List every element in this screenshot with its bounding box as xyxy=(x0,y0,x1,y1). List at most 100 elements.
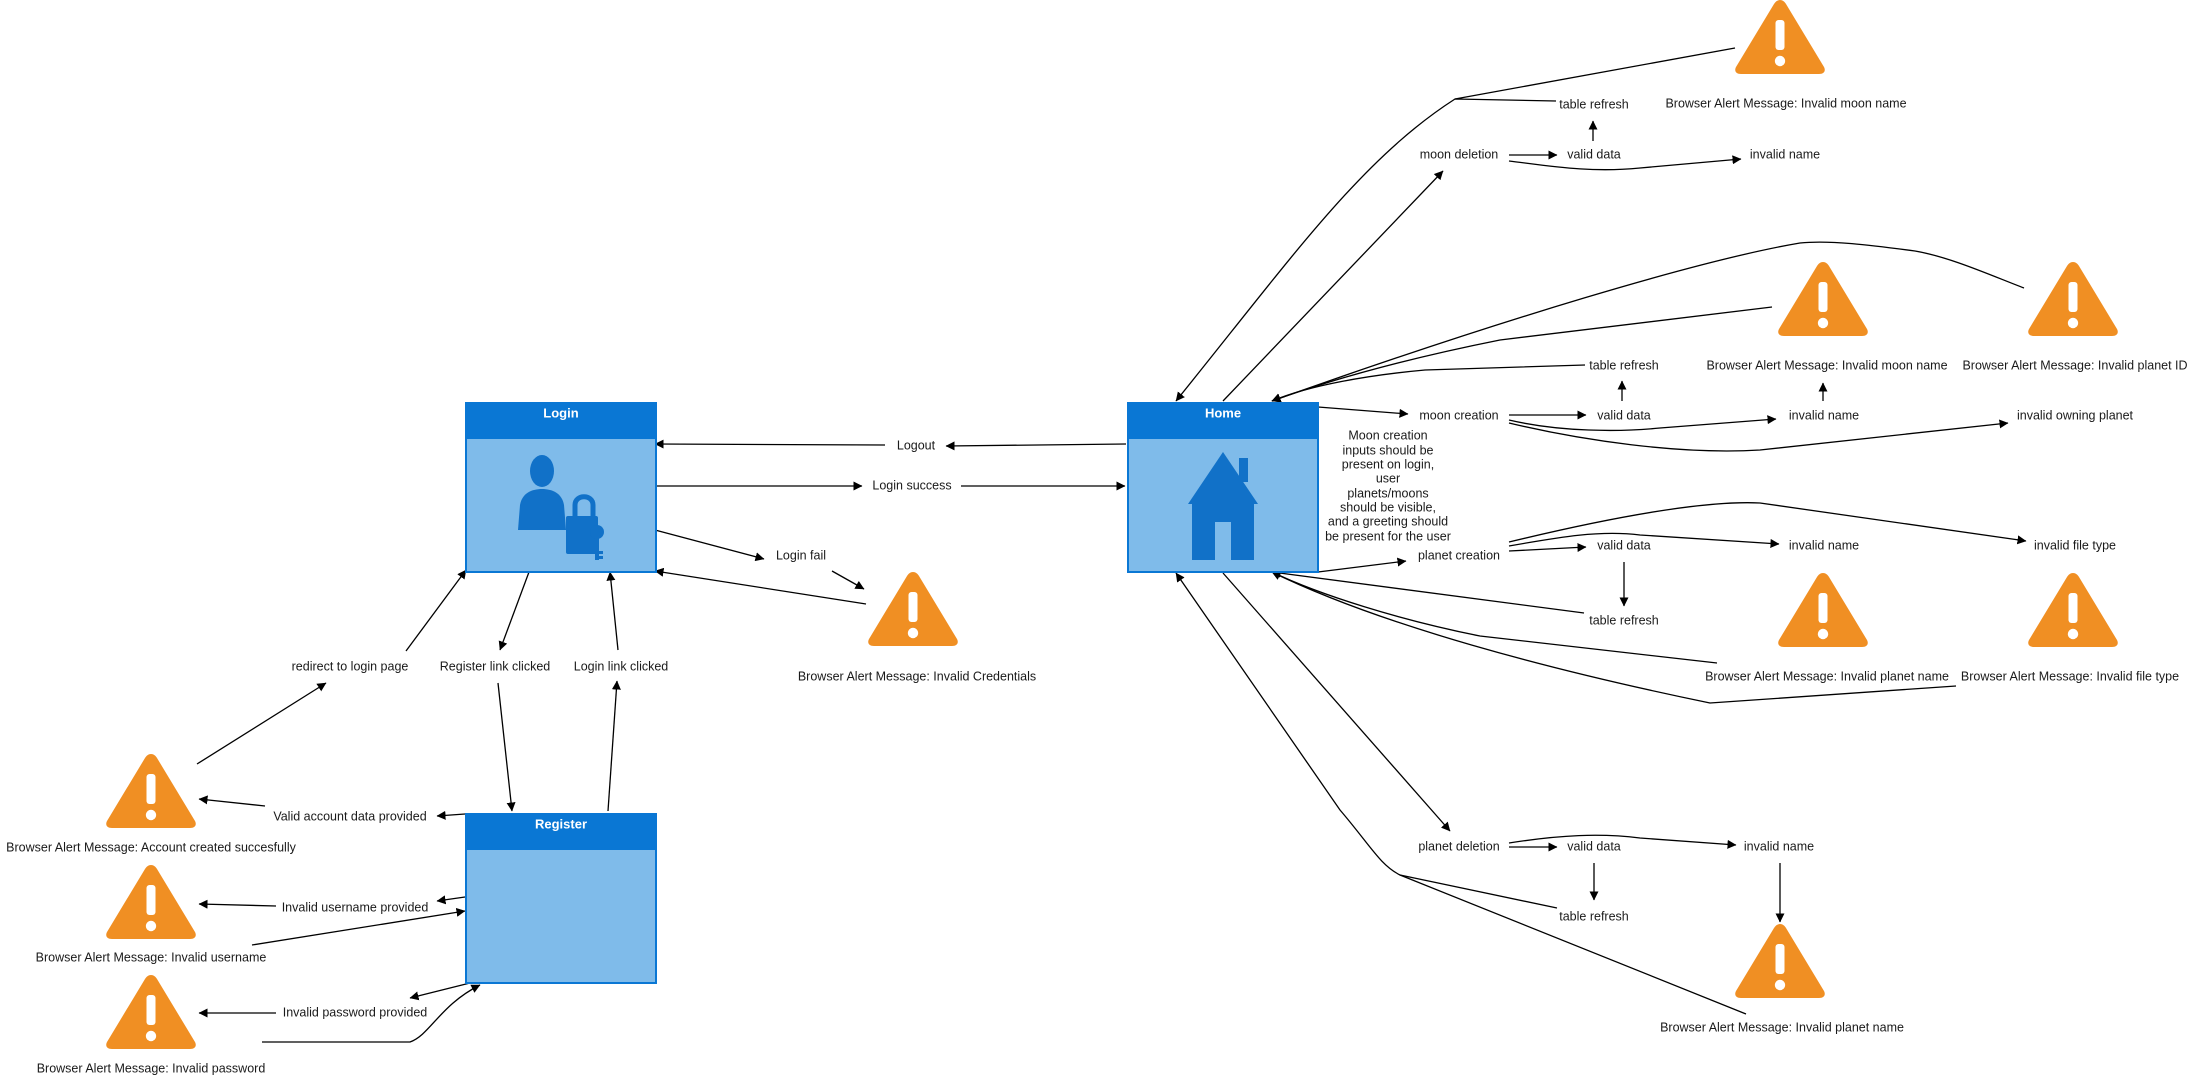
label-login-fail: Login fail xyxy=(776,548,826,562)
alert-caption-planet-cre-invalid-planet-name: Browser Alert Message: Invalid planet na… xyxy=(1705,669,1949,683)
label-moon-creation: moon creation xyxy=(1419,408,1498,422)
edge-login-link-login xyxy=(606,571,619,651)
alert-caption-invalid-username: Browser Alert Message: Invalid username xyxy=(36,950,267,964)
warning-icon xyxy=(868,572,958,646)
register-panel[interactable]: Register xyxy=(465,813,657,984)
edge-alert-login xyxy=(654,567,867,605)
edge-moon-cre-alert-planet xyxy=(1271,241,2025,403)
edge-moon-cre-refresh-home xyxy=(1271,364,1586,402)
alert-caption-planet-cre-invalid-file-type: Browser Alert Message: Invalid file type xyxy=(1961,669,2179,683)
label-moon-del-table-refresh: table refresh xyxy=(1559,97,1629,111)
edge-alert-redirect xyxy=(196,682,327,765)
edge-moon-creation-invalid-name xyxy=(1508,415,1777,432)
alert-caption-moon-del-invalid-moon-name: Browser Alert Message: Invalid moon name xyxy=(1665,96,1906,110)
register-panel-title: Register xyxy=(535,816,587,831)
edge-planet-creation-invalid-filetype xyxy=(1508,502,2027,545)
warning-icon xyxy=(1778,262,1868,336)
label-valid-account: Valid account data provided xyxy=(273,809,426,823)
edge-login-register-link xyxy=(498,571,530,651)
edge-alert-username-register xyxy=(251,907,466,946)
edge-moon-alert-top xyxy=(1454,47,1736,100)
label-planet-deletion: planet deletion xyxy=(1418,839,1499,853)
label-planet-creation: planet creation xyxy=(1418,548,1500,562)
edge-register-valid-account xyxy=(436,810,466,820)
label-planet-del-valid: valid data xyxy=(1567,839,1621,853)
edge-alert-password-register xyxy=(262,984,481,1043)
label-moon-del-invalid-name: invalid name xyxy=(1750,147,1820,161)
edge-fail-alert xyxy=(831,570,865,590)
edge-home-moon-deletion xyxy=(1222,170,1444,402)
edge-register-login-link xyxy=(607,680,621,812)
edge-moon-deletion-invalid xyxy=(1508,155,1742,171)
alert-caption-account-created: Browser Alert Message: Account created s… xyxy=(6,840,296,854)
warning-icon xyxy=(2028,573,2118,647)
edge-logout-login xyxy=(654,439,886,449)
moon-note-line: Moon creation xyxy=(1348,428,1427,442)
label-moon-cre-invalid-owning: invalid owning planet xyxy=(2017,408,2134,422)
warning-icon xyxy=(1778,573,1868,647)
label-moon-cre-invalid-name: invalid name xyxy=(1789,408,1859,422)
label-logout: Logout xyxy=(897,438,936,452)
edge-planet-deletion-invalid xyxy=(1508,834,1737,849)
edge-planet-del-refresh-alert xyxy=(1399,874,1558,909)
home-panel[interactable]: Home xyxy=(1127,402,1319,573)
edge-planet-refresh-home xyxy=(1271,568,1585,614)
edge-moon-alert-home xyxy=(1175,98,1557,402)
label-moon-deletion: moon deletion xyxy=(1420,147,1499,161)
label-planet-del-invalid-name: invalid name xyxy=(1744,839,1814,853)
moon-note-line: user xyxy=(1376,471,1400,485)
user-lock-icon xyxy=(518,455,604,560)
alert-caption-invalid-password: Browser Alert Message: Invalid password xyxy=(37,1061,266,1075)
edge-redirect-login xyxy=(405,569,467,652)
warning-icon xyxy=(106,754,196,828)
label-invalid-password-provided: Invalid password provided xyxy=(283,1005,428,1019)
edge-register-link-register xyxy=(497,682,516,812)
home-panel-title: Home xyxy=(1205,405,1241,420)
edge-valid-account-alert xyxy=(198,795,266,807)
warning-icon xyxy=(106,865,196,939)
edge-home-moon-creation xyxy=(1317,406,1409,418)
edge-register-invalid-username xyxy=(436,895,466,905)
house-icon xyxy=(1188,452,1258,560)
label-planet-cre-invalid-name: invalid name xyxy=(1789,538,1859,552)
label-login-success: Login success xyxy=(872,478,951,492)
label-moon-cre-table-refresh: table refresh xyxy=(1589,358,1659,372)
moon-note-line: inputs should be xyxy=(1342,443,1433,457)
edges xyxy=(196,47,2027,1043)
warning-icon xyxy=(106,975,196,1049)
edge-moon-creation-invalid-owning xyxy=(1508,419,2009,452)
edge-home-planet-creation xyxy=(1317,557,1407,573)
login-panel[interactable]: Login xyxy=(465,402,657,573)
edge-planet-del-alert-home xyxy=(1175,572,1747,1015)
login-panel-header xyxy=(466,403,656,439)
edge-register-invalid-password xyxy=(409,982,471,1001)
label-planet-cre-table-refresh: table refresh xyxy=(1589,613,1659,627)
login-panel-title: Login xyxy=(543,405,578,420)
warning-icon xyxy=(1735,924,1825,998)
warning-icon xyxy=(2028,262,2118,336)
label-invalid-username-provided: Invalid username provided xyxy=(282,900,429,914)
edge-planet-creation-invalid-name xyxy=(1508,532,1780,548)
label-register-link: Register link clicked xyxy=(440,659,551,673)
moon-note-line: be present for the user xyxy=(1325,529,1451,543)
edge-planet-creation-valid xyxy=(1508,542,1587,552)
moon-note-line: should be visible, xyxy=(1340,500,1436,514)
edge-login-fail xyxy=(654,529,765,562)
moon-note-line: present on login, xyxy=(1342,457,1434,471)
label-redirect-login: redirect to login page xyxy=(292,659,409,673)
label-moon-cre-valid: valid data xyxy=(1597,408,1651,422)
alert-caption-invalid-credentials: Browser Alert Message: Invalid Credentia… xyxy=(798,669,1036,683)
label-moon-del-valid: valid data xyxy=(1567,147,1621,161)
label-login-link: Login link clicked xyxy=(574,659,669,673)
alert-caption-moon-cre-invalid-planet-id: Browser Alert Message: Invalid planet ID xyxy=(1962,358,2187,372)
edge-home-planet-deletion xyxy=(1222,572,1451,832)
label-planet-cre-valid: valid data xyxy=(1597,538,1651,552)
edge-labels: Logout Login success Login fail redirect… xyxy=(273,97,2133,1019)
label-planet-del-table-refresh: table refresh xyxy=(1559,909,1629,923)
edge-invalid-username-alert xyxy=(198,899,277,909)
warning-icon xyxy=(1735,0,1825,74)
register-panel-header xyxy=(466,814,656,850)
moon-note-line: and a greeting should xyxy=(1328,514,1448,528)
alert-caption-moon-cre-invalid-moon-name: Browser Alert Message: Invalid moon name xyxy=(1706,358,1947,372)
